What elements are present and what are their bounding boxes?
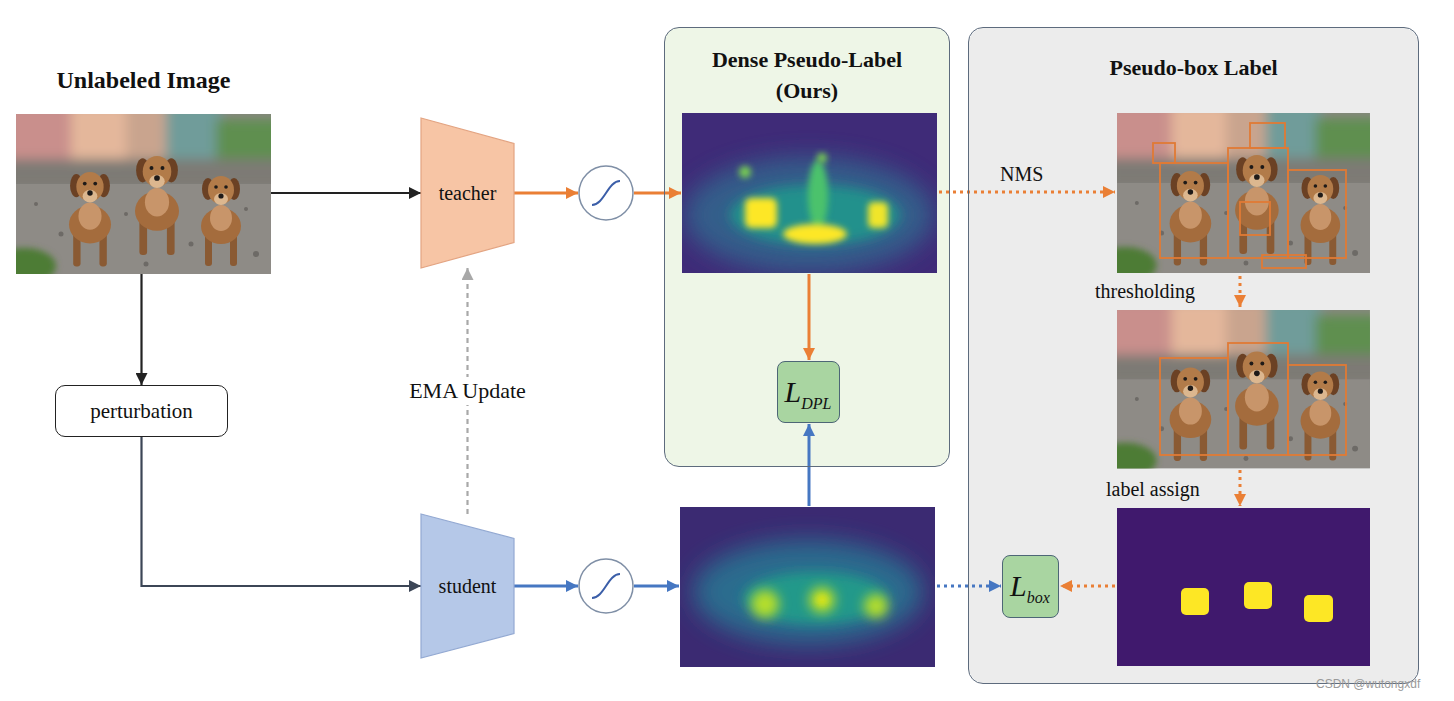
flow-arrow xyxy=(140,274,142,385)
label-map xyxy=(1117,508,1370,666)
loss-symbol: L xyxy=(1010,569,1027,602)
student-heatmap xyxy=(680,507,935,667)
text-wrap: Lbox xyxy=(1010,571,1050,601)
trapezoid-outline xyxy=(421,514,514,658)
panel-heading: Pseudo-box Label xyxy=(984,52,1404,83)
flow-lines xyxy=(514,192,1240,586)
panel-heading: Dense Pseudo-Label (Ours) xyxy=(692,44,922,106)
edge-label: EMA Update xyxy=(403,377,532,405)
loss-subscript: DPL xyxy=(801,395,831,412)
baseline-panel: Pseudo-box LabelLbox xyxy=(968,27,1419,684)
image-heading: Unlabeled Image xyxy=(16,65,271,95)
label-cells xyxy=(1181,582,1333,622)
panel-ground xyxy=(665,28,950,467)
step-label: label assign xyxy=(1106,477,1200,501)
loss-box: Lbox xyxy=(1002,555,1059,618)
network-label: teacher xyxy=(439,182,497,205)
input-image: Unlabeled Image xyxy=(16,62,271,274)
watermark: CSDN @wutongxdf xyxy=(1316,677,1420,691)
trapezoid-outline xyxy=(421,118,514,268)
method-panel: Dense Pseudo-Label (Ours) LDPL xyxy=(664,27,950,467)
network-label: student xyxy=(439,575,497,598)
process-box: perturbation xyxy=(55,385,228,437)
student-network: student xyxy=(421,514,514,658)
step-label: thresholding xyxy=(1095,279,1195,303)
panel-ground xyxy=(969,28,1419,684)
text-wrap: LDPL xyxy=(785,377,832,407)
flow-arrow xyxy=(271,192,421,194)
step-label: NMS xyxy=(1000,162,1043,186)
box-label: perturbation xyxy=(90,399,193,423)
nms-photo xyxy=(1093,103,1385,283)
sigmoid-symbol xyxy=(579,166,633,613)
teacher-heatmap xyxy=(682,113,937,273)
teacher-network: teacher xyxy=(421,118,514,268)
loss-subscript: box xyxy=(1027,589,1050,606)
text-wrap: perturbation xyxy=(90,399,193,424)
input-photo xyxy=(0,104,286,284)
loss-symbol: L xyxy=(785,375,802,408)
flow-arrow xyxy=(142,437,422,586)
threshold-photo xyxy=(1093,300,1385,478)
loss-box: LDPL xyxy=(777,361,840,423)
